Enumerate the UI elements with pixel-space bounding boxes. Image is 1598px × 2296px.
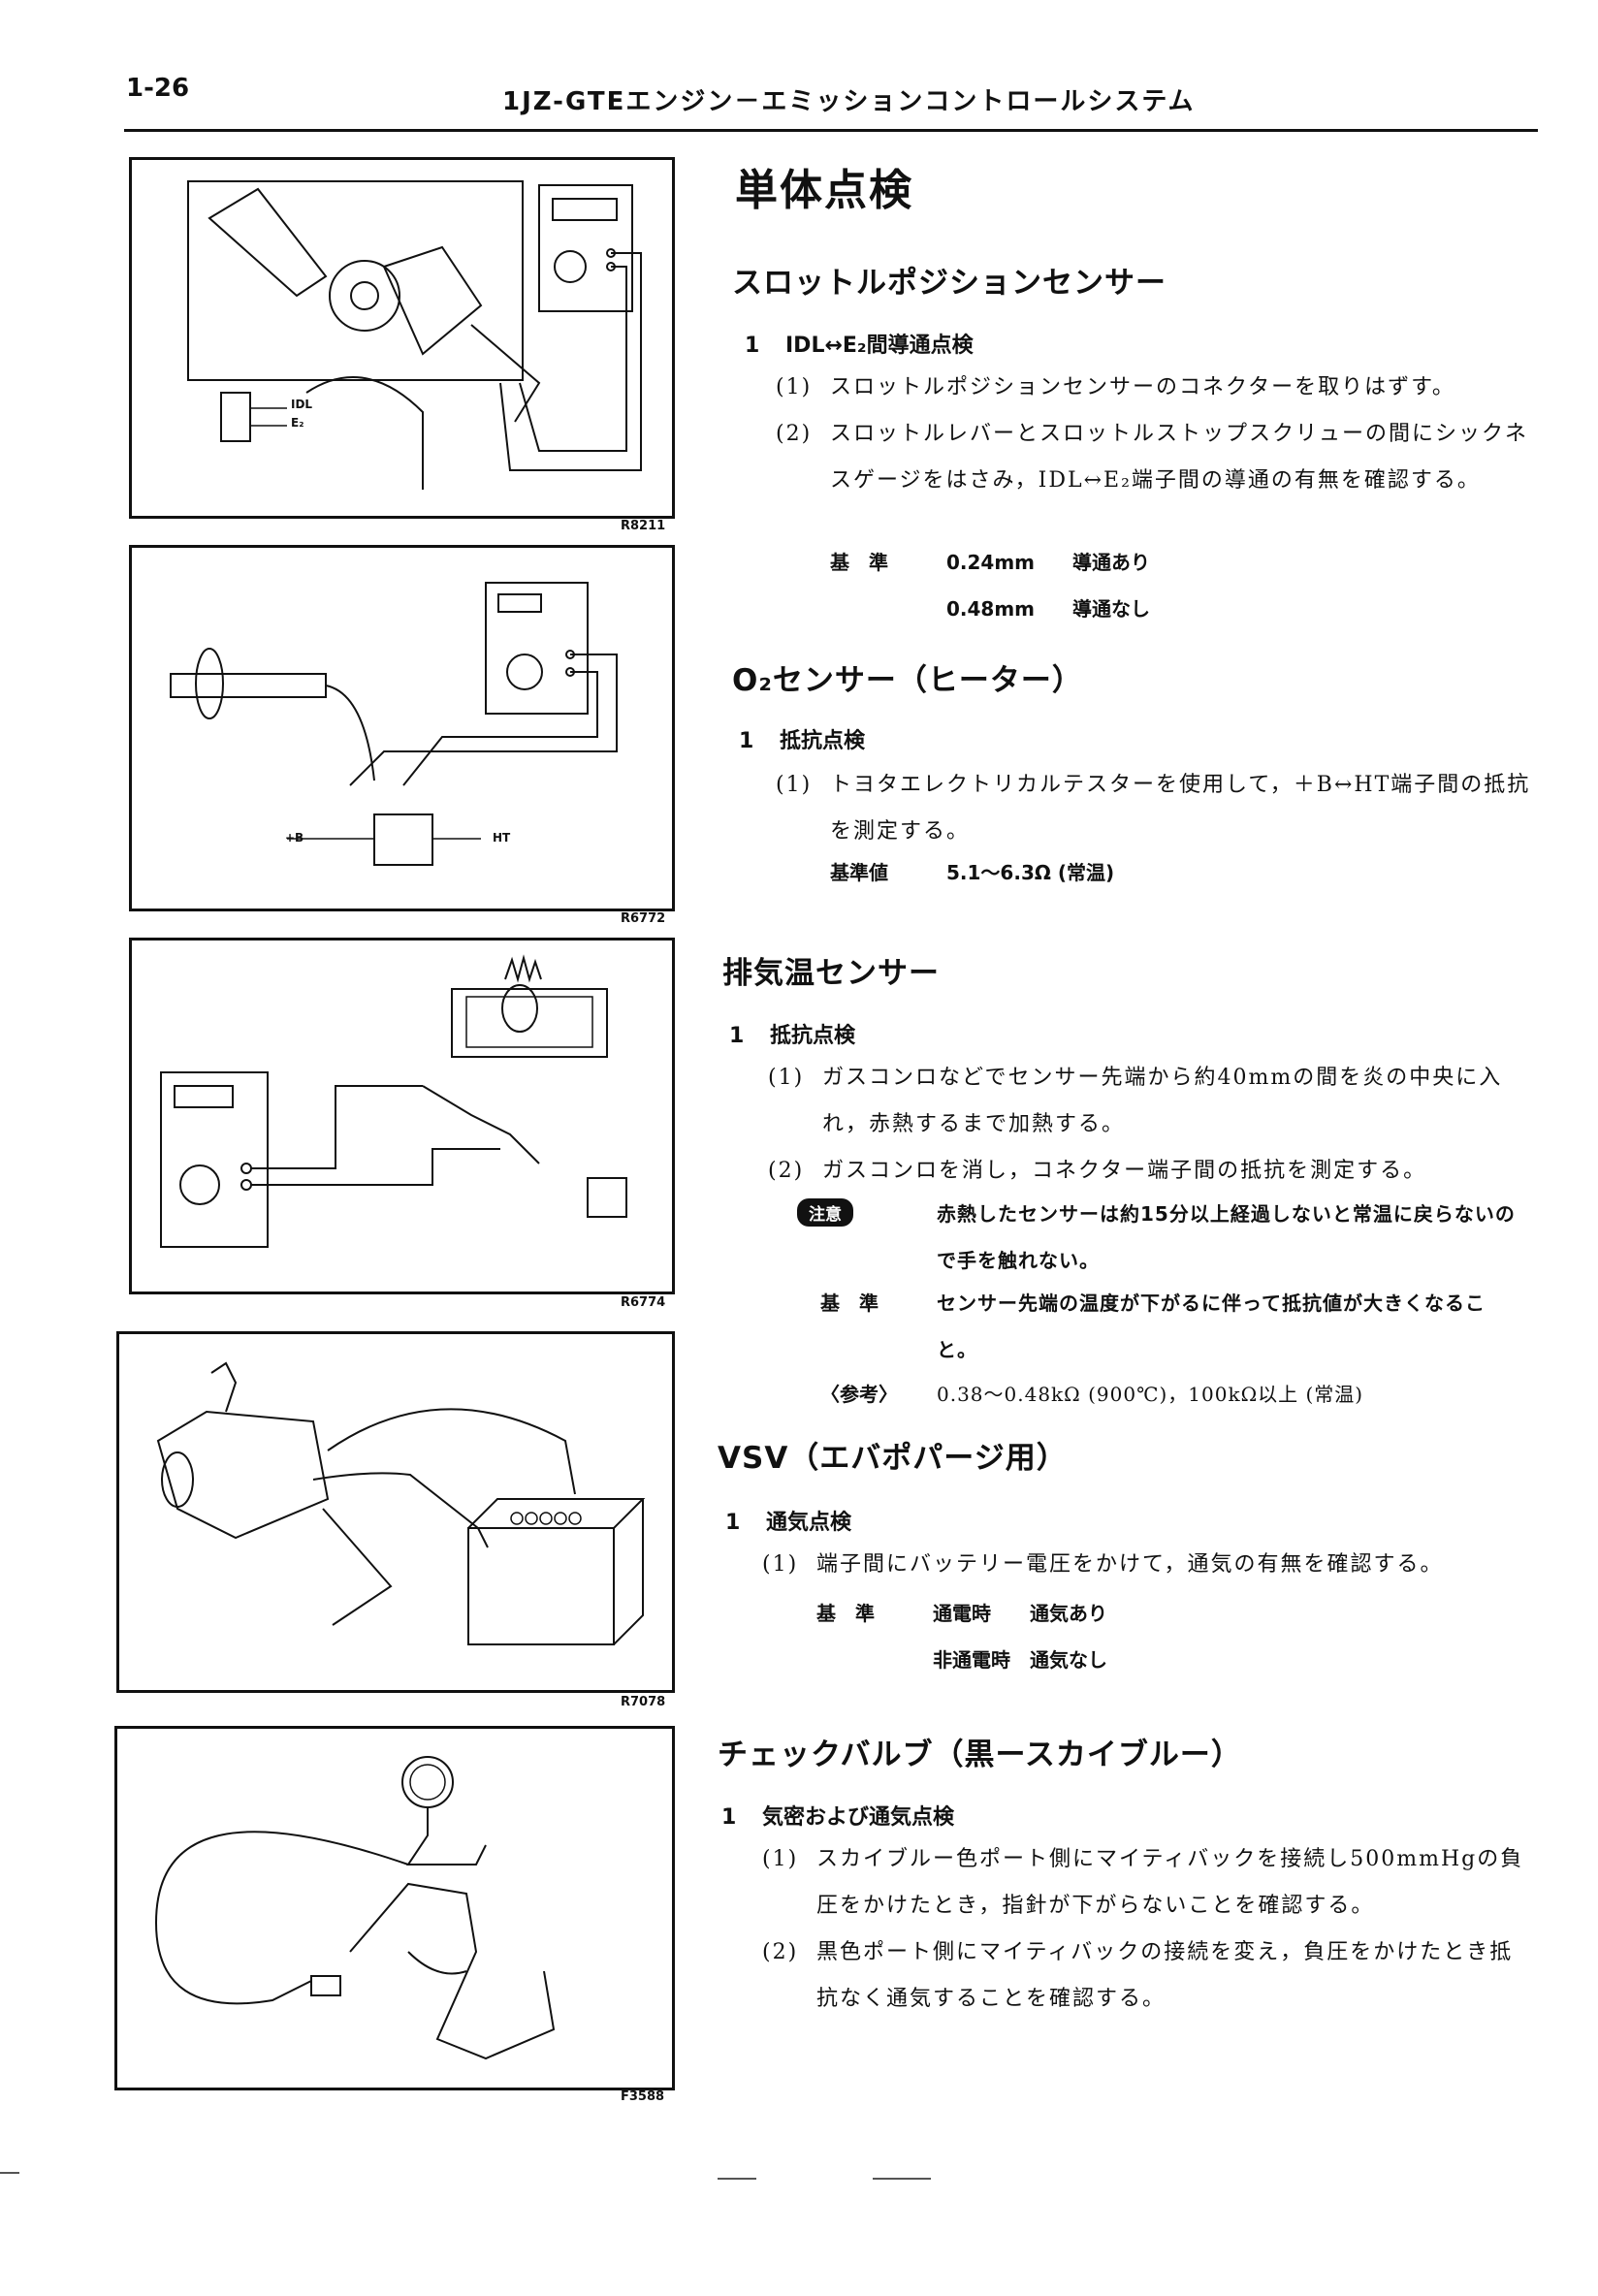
step-number: 1	[721, 1805, 737, 1830]
section-title-tps: スロットルポジションセンサー	[732, 266, 1167, 301]
figure-3-illustration	[160, 954, 627, 1248]
exhaust-ref-text: 0.38～0.48kΩ (900℃)，100kΩ以上 (常温)	[937, 1383, 1364, 1406]
tps-item-2: (2) スロットルレバーとスロットルストップスクリューの間にシックネスゲージをは…	[776, 411, 1542, 504]
tps-spec-row-1: 基 準 0.24mm 導通あり	[830, 547, 1150, 575]
item-text: スロットルレバーとスロットルストップスクリューの間にシックネスゲージをはさみ，I…	[830, 422, 1529, 493]
item-text: 端子間にバッテリー電圧をかけて，通気の有無を確認する。	[816, 1552, 1444, 1577]
spec-label: 基準値	[830, 861, 888, 884]
item-text: ガスコンロなどでセンサー先端から約40mmの間を炎の中央に入れ，赤熱するまで加熱…	[822, 1066, 1503, 1136]
figure-check-valve	[114, 1726, 675, 2090]
spec-result: 通気あり	[1030, 1602, 1107, 1625]
item-number: (1)	[768, 1066, 805, 1090]
figure-2-illustration	[170, 582, 618, 866]
item-number: (1)	[762, 1847, 799, 1871]
figure-exhaust-temp-sensor	[129, 938, 675, 1294]
step-title: 抵抗点検	[780, 729, 866, 753]
o2-spec-row: 基準値 5.1～6.3Ω (常温)	[830, 857, 1114, 885]
spec-value: 0.24mm	[946, 551, 1036, 574]
spec-label: 基 準	[816, 1602, 875, 1625]
step-title: 通気点検	[766, 1511, 852, 1535]
item-number: (2)	[776, 422, 813, 446]
vsv-item-1: (1) 端子間にバッテリー電圧をかけて，通気の有無を確認する。	[762, 1542, 1528, 1588]
step-exhaust: 1 抵抗点検	[729, 1018, 855, 1049]
item-number: (1)	[762, 1552, 799, 1577]
exhaust-item-1: (1) ガスコンロなどでセンサー先端から約40mmの間を炎の中央に入れ，赤熱する…	[768, 1055, 1534, 1148]
figure-1-code: R8211	[621, 519, 666, 533]
page-header-title: 1JZ-GTEエンジン－エミッションコントロールシステム	[502, 87, 1196, 116]
step-tps: 1 IDL↔E₂間導通点検	[745, 328, 974, 359]
spec-value: 通電時	[933, 1602, 991, 1625]
item-number: (1)	[776, 773, 813, 797]
step-check-valve: 1 気密および通気点検	[721, 1800, 954, 1831]
item-text: ガスコンロを消し，コネクター端子間の抵抗を測定する。	[822, 1159, 1427, 1183]
check-valve-item-1: (1) スカイブルー色ポート側にマイティバックを接続し500mmHgの負圧をかけ…	[762, 1836, 1528, 1929]
item-number: (2)	[768, 1159, 805, 1183]
figure-5-code: F3588	[621, 2089, 665, 2104]
item-text: 黒色ポート側にマイティバックの接続を変え，負圧をかけたとき抵抗なく通気することを…	[816, 1940, 1514, 2011]
figure-2-label-ht: HT	[493, 831, 511, 845]
caution-badge-wrap: 注意	[797, 1198, 853, 1227]
step-number: 1	[739, 729, 754, 753]
tps-item-1: (1) スロットルポジションセンサーのコネクターを取りはずす。	[776, 365, 1532, 411]
o2-item-1: (1) トヨタエレクトリカルテスターを使用して，＋B↔HT端子間の抵抗を測定する…	[776, 762, 1542, 855]
spec-value: 5.1～6.3Ω (常温)	[946, 861, 1115, 884]
step-o2: 1 抵抗点検	[739, 723, 865, 754]
figure-2-label-plus-b: +B	[285, 831, 304, 845]
figure-1-illustration	[187, 180, 642, 490]
item-text: スカイブルー色ポート側にマイティバックを接続し500mmHgの負圧をかけたとき，…	[816, 1847, 1524, 1918]
caution-badge: 注意	[797, 1198, 853, 1227]
exhaust-spec-text: センサー先端の温度が下がるに伴って抵抗値が大きくなること。	[937, 1292, 1486, 1361]
figure-vsv	[116, 1331, 675, 1693]
check-valve-item-2: (2) 黒色ポート側にマイティバックの接続を変え，負圧をかけたとき抵抗なく通気す…	[762, 1929, 1528, 2023]
exhaust-spec-label: 基 準	[820, 1292, 879, 1315]
item-text: トヨタエレクトリカルテスターを使用して，＋B↔HT端子間の抵抗を測定する。	[830, 773, 1531, 844]
footer-line-center-2	[873, 2178, 931, 2180]
spec-result: 通気なし	[1030, 1648, 1107, 1672]
step-number: 1	[745, 334, 760, 358]
tps-spec-row-2: 0.48mm 導通なし	[946, 593, 1150, 622]
header-rule	[124, 129, 1538, 132]
figure-4-code: R7078	[621, 1695, 666, 1709]
figure-5-illustration	[154, 1756, 556, 2060]
section-title-exhaust: 排気温センサー	[722, 956, 940, 991]
footer-line-left	[0, 2172, 19, 2174]
item-text: スロットルポジションセンサーのコネクターを取りはずす。	[830, 375, 1455, 399]
figure-throttle-position-sensor: IDL E₂	[129, 157, 675, 519]
figure-o2-sensor: +B HT	[129, 545, 675, 911]
step-title: IDL↔E₂間導通点検	[785, 334, 974, 358]
section-title-check-valve: チェックバルブ（黒ースカイブルー）	[718, 1738, 1242, 1772]
page-number: 1-26	[126, 74, 190, 103]
caution-text: 赤熱したセンサーは約15分以上経過しないと常温に戻らないので手を触れない。	[937, 1202, 1516, 1272]
spec-label: 基 準	[830, 551, 888, 574]
figure-1-label-e2: E₂	[291, 416, 304, 430]
step-title: 抵抗点検	[770, 1024, 856, 1048]
step-title: 気密および通気点検	[762, 1805, 955, 1830]
item-number: (1)	[776, 375, 813, 399]
spec-value: 0.48mm	[946, 597, 1036, 621]
footer-line-center-1	[718, 2178, 756, 2180]
section-title-o2: O₂センサー（ヒーター）	[732, 663, 1083, 698]
exhaust-item-2: (2) ガスコンロを消し，コネクター端子間の抵抗を測定する。	[768, 1148, 1534, 1195]
section-title-vsv: VSV（エバポパージ用）	[718, 1441, 1068, 1476]
item-number: (2)	[762, 1940, 799, 1964]
step-number: 1	[725, 1511, 741, 1535]
main-title: 単体点検	[735, 166, 913, 215]
step-vsv: 1 通気点検	[725, 1505, 851, 1536]
vsv-spec-row-1: 基 準 通電時 通気あり	[816, 1598, 1107, 1626]
figure-3-code: R6774	[621, 1295, 666, 1310]
step-number: 1	[729, 1024, 745, 1048]
spec-value: 非通電時	[933, 1648, 1010, 1672]
vsv-spec-row-2: 非通電時通気なし	[933, 1644, 1107, 1673]
spec-result: 導通なし	[1072, 597, 1150, 621]
figure-2-code: R6772	[621, 911, 666, 926]
figure-4-illustration	[156, 1361, 646, 1645]
figure-1-label-idl: IDL	[291, 398, 313, 411]
exhaust-ref-label: 〈参考〉	[820, 1383, 898, 1406]
spec-result: 導通あり	[1072, 551, 1150, 574]
